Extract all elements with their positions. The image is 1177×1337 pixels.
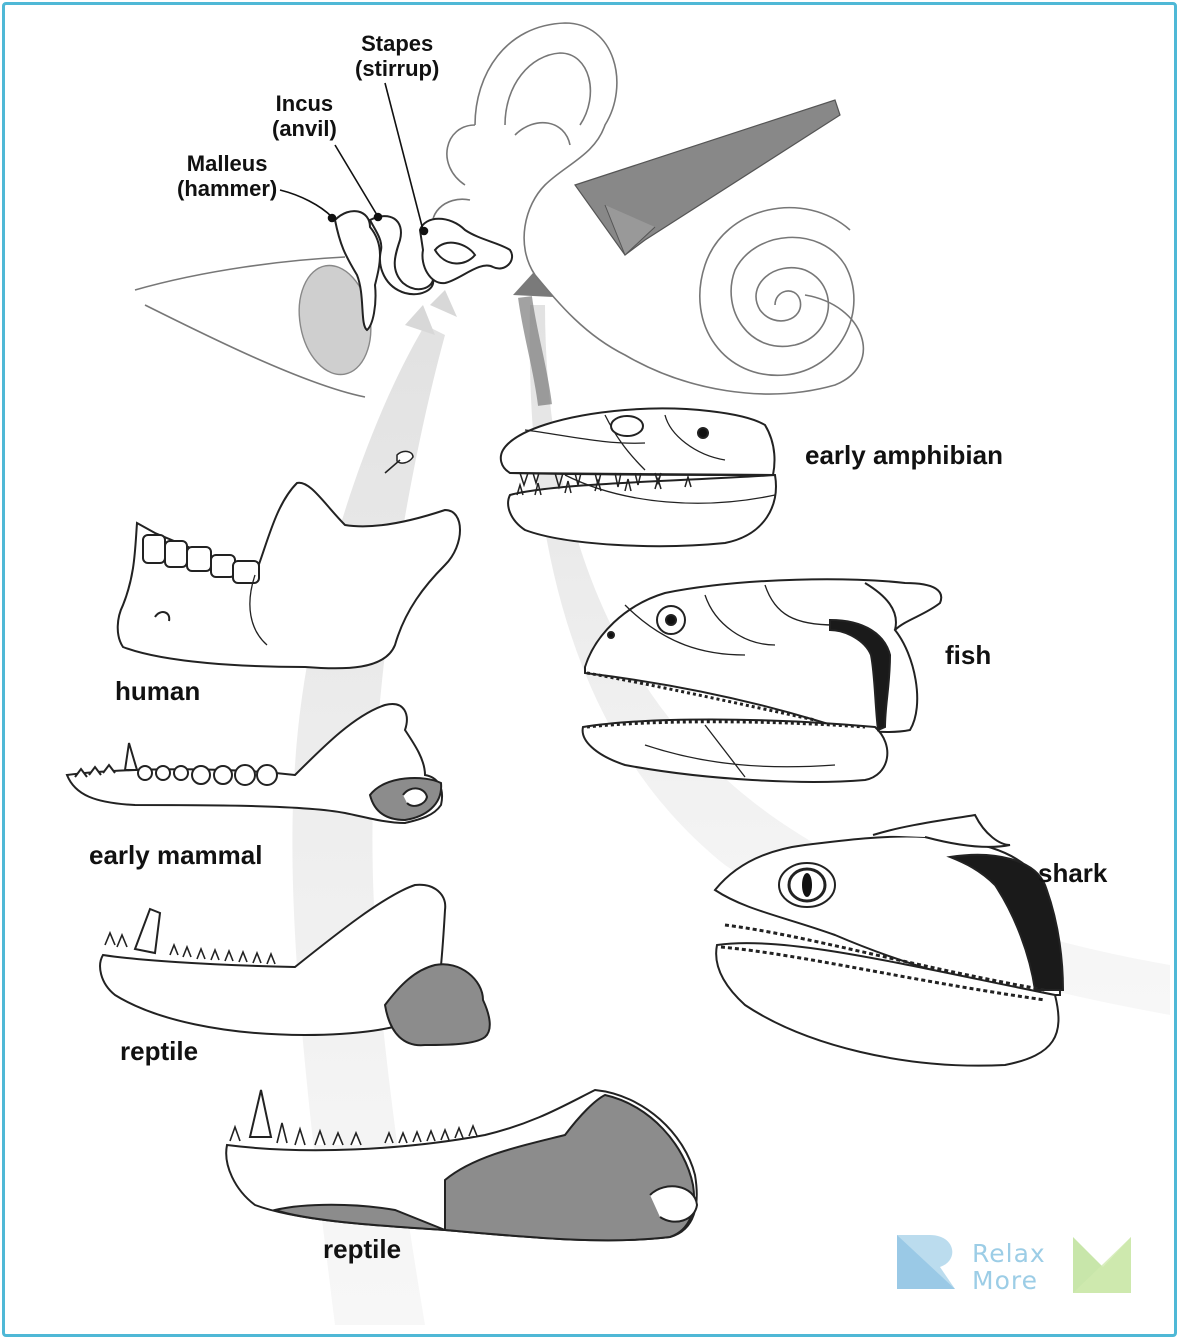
label-pointers (279, 82, 429, 236)
malleus-label: Malleus (hammer) (177, 151, 278, 201)
human-jaw (116, 481, 461, 670)
shark-label: shark (1038, 858, 1108, 888)
malleus-common-name: (hammer) (177, 175, 278, 201)
reptile-jaw-lower (225, 1088, 699, 1242)
reptile-lower-label: reptile (323, 1234, 402, 1264)
fish-label: fish (945, 640, 992, 670)
evolution-illustration (65, 22, 1170, 1325)
bone-fragment (384, 450, 414, 474)
early-mammal-label: early mammal (89, 840, 263, 870)
watermark-text: Relax More (972, 1240, 1046, 1294)
fish-skull (581, 578, 943, 783)
stapes-name: Stapes (361, 31, 434, 56)
malleus-name: Malleus (186, 151, 268, 176)
incus-common-name: (anvil) (272, 115, 337, 141)
relaxmore-logo (897, 1235, 1131, 1293)
stapes-label: Stapes (stirrup) (355, 31, 440, 81)
incus-label: Incus (anvil) (272, 91, 337, 141)
watermark-line2: More (972, 1266, 1038, 1295)
incus-name: Incus (275, 91, 334, 116)
early-amphibian-skull (499, 407, 777, 548)
shark-skull (713, 813, 1065, 1067)
ear-structure (134, 22, 864, 398)
reptile-upper-label: reptile (120, 1036, 199, 1066)
early-amphibian-label: early amphibian (805, 440, 1003, 470)
early-mammal-jaw (65, 703, 443, 825)
watermark-line1: Relax (972, 1239, 1046, 1268)
cochlea-spiral (699, 206, 855, 376)
stapes-common-name: (stirrup) (355, 55, 440, 81)
reptile-jaw-upper (99, 883, 491, 1047)
ossicles (333, 210, 513, 332)
auditory-nerve (574, 99, 841, 256)
human-label: human (115, 676, 201, 706)
malleus-bone (333, 210, 381, 332)
